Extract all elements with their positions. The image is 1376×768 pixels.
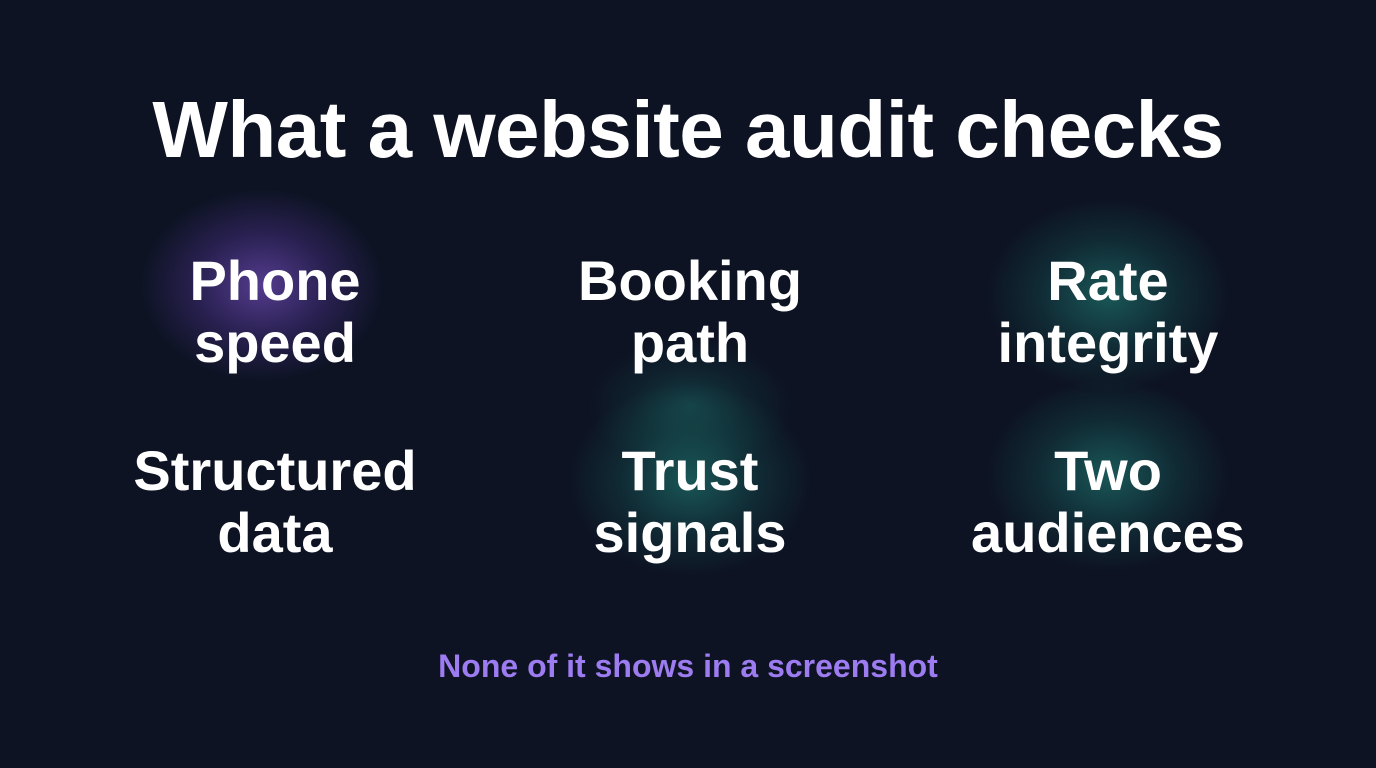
audit-item-line: Trust bbox=[621, 439, 759, 502]
audit-item-line: Structured bbox=[133, 439, 417, 502]
audit-item-line: audiences bbox=[971, 501, 1245, 564]
audit-item-line: Phone bbox=[189, 249, 361, 312]
audit-item-rate-integrity: Rate integrity bbox=[898, 250, 1318, 374]
audit-item-two-audiences: Two audiences bbox=[898, 440, 1318, 564]
audit-item-line: data bbox=[217, 501, 333, 564]
audit-item-booking-path: Booking path bbox=[480, 250, 900, 374]
audit-item-phone-speed: Phone speed bbox=[65, 250, 485, 374]
slide-title: What a website audit checks bbox=[152, 85, 1224, 174]
audit-item-line: integrity bbox=[997, 311, 1219, 374]
audit-item-line: signals bbox=[593, 501, 787, 564]
audit-item-structured-data: Structured data bbox=[65, 440, 485, 564]
audit-item-line: Two bbox=[1054, 439, 1162, 502]
audit-item-line: path bbox=[630, 311, 750, 374]
audit-item-trust-signals: Trust signals bbox=[480, 440, 900, 564]
footer-caption: None of it shows in a screenshot bbox=[438, 648, 938, 684]
audit-item-line: Booking bbox=[578, 249, 802, 312]
audit-item-line: Rate bbox=[1047, 249, 1169, 312]
audit-item-line: speed bbox=[194, 311, 356, 374]
